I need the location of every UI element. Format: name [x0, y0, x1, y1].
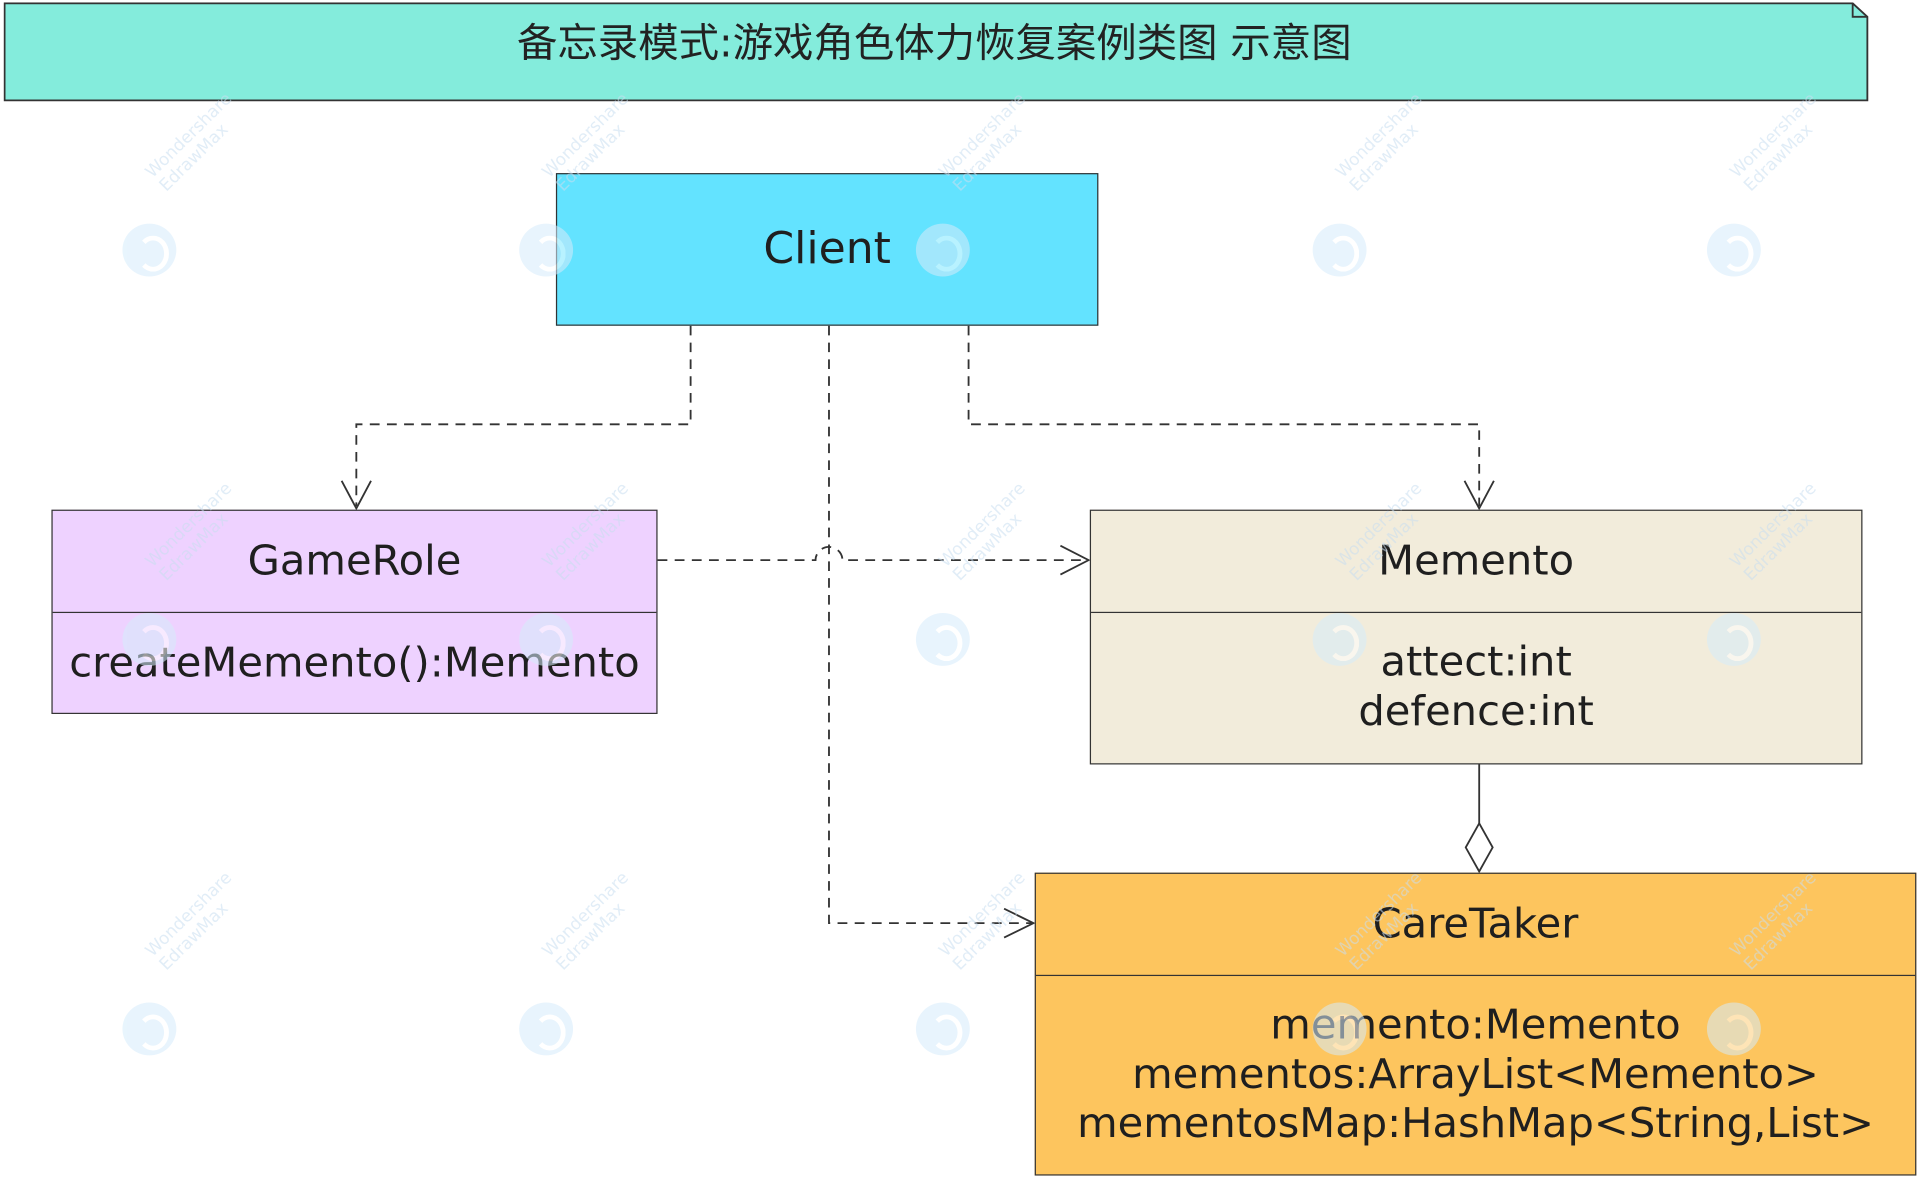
- watermark: Wondershare EdrawMax: [118, 869, 302, 1079]
- edrawmax-logo-icon: [915, 1002, 970, 1056]
- edrawmax-logo-icon: [915, 223, 970, 277]
- member-mementos: mementos:ArrayList<Memento>: [1132, 1050, 1819, 1099]
- watermark: Wondershare EdrawMax: [911, 479, 1095, 690]
- watermark: Wondershare EdrawMax: [911, 90, 1095, 300]
- class-memento-name: Memento: [1091, 511, 1862, 614]
- arrowhead-caretaker: [1003, 907, 1036, 939]
- arrowhead-gamerole: [340, 480, 372, 511]
- dependency-client-memento: [967, 325, 1481, 507]
- watermark: Wondershare EdrawMax: [118, 90, 302, 300]
- edrawmax-logo-icon: [915, 613, 970, 666]
- member-defence: defence:int: [1358, 687, 1594, 736]
- edrawmax-logo-icon: [519, 613, 574, 666]
- diagram-title: 备忘录模式:游戏角色体力恢复案例类图 示意图: [516, 19, 1352, 67]
- member-attect: attect:int: [1380, 638, 1572, 687]
- edrawmax-logo-icon: [519, 1002, 574, 1056]
- watermark: Wondershare EdrawMax: [514, 90, 698, 300]
- watermark: Wondershare EdrawMax: [514, 479, 698, 690]
- edrawmax-logo-icon: [122, 613, 177, 666]
- watermark: Wondershare EdrawMax: [1702, 90, 1886, 300]
- edrawmax-logo-icon: [519, 223, 574, 277]
- watermark: Wondershare EdrawMax: [118, 479, 302, 690]
- class-caretaker-name: CareTaker: [1035, 874, 1916, 977]
- edrawmax-logo-icon: [122, 1002, 177, 1056]
- class-memento-members: attect:int defence:int: [1091, 613, 1861, 737]
- edrawmax-logo-icon: [1312, 613, 1367, 666]
- edrawmax-logo-icon: [1706, 1002, 1761, 1056]
- dependency-client-caretaker: [828, 325, 1033, 925]
- member-mementosmap: mementosMap:HashMap<String,List>: [1077, 1099, 1874, 1148]
- watermark: Wondershare EdrawMax: [1308, 479, 1492, 690]
- watermark: Wondershare EdrawMax: [1308, 90, 1492, 300]
- title-note-shape: [3, 2, 1869, 102]
- dependency-gamerole-memento: [657, 546, 1088, 562]
- class-caretaker[interactable]: CareTaker memento:Memento mementos:Array…: [1034, 872, 1917, 1176]
- arrowhead-memento-top: [1463, 480, 1495, 511]
- edrawmax-logo-icon: [1706, 223, 1761, 277]
- arrowhead-memento-left: [1059, 544, 1091, 576]
- class-client-name: Client: [763, 224, 891, 275]
- title-note: 备忘录模式:游戏角色体力恢复案例类图 示意图: [3, 2, 1869, 102]
- aggregation-diamond: [1464, 821, 1494, 874]
- edrawmax-logo-icon: [122, 223, 177, 277]
- class-client[interactable]: Client: [555, 173, 1099, 326]
- edrawmax-logo-icon: [1312, 1002, 1367, 1056]
- watermark: Wondershare EdrawMax: [1308, 869, 1492, 1079]
- watermark: Wondershare EdrawMax: [514, 869, 698, 1079]
- class-gamerole-name: GameRole: [52, 511, 657, 614]
- edrawmax-logo-icon: [1312, 223, 1367, 277]
- edrawmax-logo-icon: [1706, 613, 1761, 666]
- watermark: Wondershare EdrawMax: [1702, 869, 1886, 1079]
- watermark: Wondershare EdrawMax: [1702, 479, 1886, 690]
- watermark: Wondershare EdrawMax: [911, 869, 1095, 1079]
